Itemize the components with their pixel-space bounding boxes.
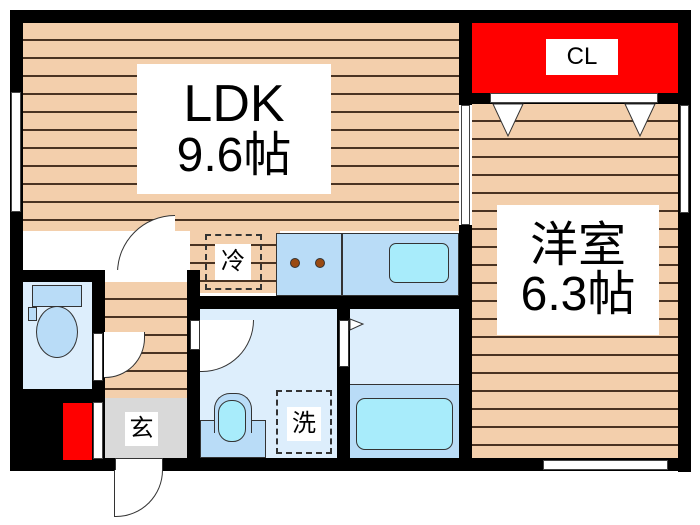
bathroom-door-icon bbox=[349, 318, 365, 331]
western-room-name: 洋室 bbox=[529, 216, 626, 273]
washer-name: 洗 bbox=[292, 409, 316, 438]
fridge-space bbox=[205, 234, 262, 290]
ldk-label: LDK 9.6帖 bbox=[137, 64, 331, 194]
entrance-label: 玄 bbox=[125, 412, 158, 446]
outer-wall-top bbox=[10, 10, 691, 23]
bathtub-basin[interactable] bbox=[356, 398, 453, 450]
western-room-window-bottom bbox=[543, 460, 668, 470]
closet-door-icon bbox=[492, 103, 656, 138]
closet-door-track bbox=[490, 93, 658, 103]
outer-wall-bottom bbox=[10, 458, 691, 471]
stove-burner-left bbox=[290, 258, 300, 268]
ldk-floor bbox=[23, 23, 459, 231]
toilet-door-opening bbox=[93, 333, 103, 381]
kitchen-sink[interactable] bbox=[389, 243, 449, 283]
western-room-label: 洋室 6.3帖 bbox=[497, 205, 659, 335]
washbasin-bowl[interactable] bbox=[218, 400, 246, 442]
ldk-window bbox=[11, 92, 21, 212]
kitchen-bottom-wall bbox=[190, 296, 460, 309]
partition-wall-center bbox=[459, 10, 472, 105]
toilet-bowl[interactable] bbox=[36, 306, 78, 358]
stove-burner-right bbox=[315, 258, 325, 268]
western-room-size: 6.3帖 bbox=[520, 268, 636, 321]
partition-door bbox=[461, 105, 470, 225]
toilet-tank bbox=[32, 285, 82, 307]
washer-label: 洗 bbox=[287, 407, 321, 441]
shoe-cabinet bbox=[63, 403, 92, 460]
ldk-size: 9.6帖 bbox=[176, 129, 292, 183]
toilet-top-wall bbox=[23, 270, 105, 282]
closet-name: CL bbox=[566, 43, 598, 71]
fridge-name: 冷 bbox=[221, 247, 245, 276]
hall-right-wall bbox=[187, 270, 200, 470]
washer-space bbox=[276, 390, 332, 454]
closet-label: CL bbox=[546, 39, 618, 75]
entrance-side-window bbox=[93, 402, 103, 459]
ldk-door-opening bbox=[115, 270, 175, 280]
bathroom-door[interactable] bbox=[339, 320, 349, 367]
ldk-name: LDK bbox=[183, 74, 285, 133]
front-door[interactable] bbox=[114, 470, 163, 517]
washroom-door-opening bbox=[190, 320, 200, 350]
stove[interactable] bbox=[276, 233, 342, 296]
entrance-name: 玄 bbox=[129, 414, 154, 443]
western-room-window-right bbox=[680, 105, 689, 213]
outer-wall-left-lower bbox=[10, 212, 23, 471]
toilet-lever bbox=[28, 307, 37, 321]
outer-wall-right bbox=[678, 10, 691, 472]
partition-wall-center-lower bbox=[459, 225, 472, 471]
fridge-label: 冷 bbox=[215, 244, 251, 280]
